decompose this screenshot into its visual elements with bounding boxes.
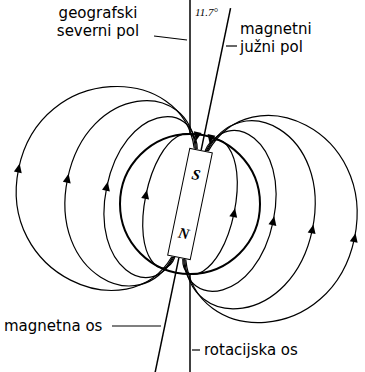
angle-label: 11.7° — [195, 6, 218, 19]
pole-letter: S — [190, 166, 201, 183]
axis-label: rotacijska os — [204, 341, 298, 359]
rotation-axis — [189, 0, 191, 134]
leader-line — [192, 349, 200, 350]
pole-label: magnetni južni pol — [240, 20, 338, 56]
field-line — [0, 68, 204, 302]
field-arrow — [350, 232, 360, 242]
field-arrow — [269, 216, 279, 226]
field-arrow — [206, 134, 216, 144]
field-arrow — [14, 163, 24, 173]
pole-label: geografski severni pol — [42, 4, 154, 40]
field-line — [177, 112, 332, 322]
field-arrow — [141, 189, 151, 199]
leader-line — [154, 36, 187, 40]
axis-label: magnetna os — [4, 317, 102, 335]
earth-outline — [120, 134, 260, 274]
field-line — [176, 104, 365, 340]
field-arrow — [102, 181, 112, 191]
pole-letter: N — [177, 224, 191, 242]
leader-line — [226, 45, 237, 46]
field-arrow — [308, 224, 318, 234]
field-arrow — [192, 131, 202, 141]
rotation-axis — [189, 274, 191, 372]
field-arrow — [229, 207, 239, 217]
field-arrow — [63, 173, 73, 183]
leader-line — [112, 325, 161, 326]
bar-magnet: SN — [167, 148, 213, 261]
